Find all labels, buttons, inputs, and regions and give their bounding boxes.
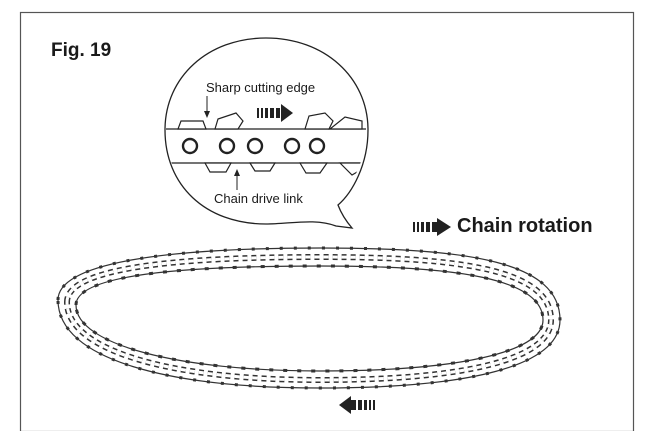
cutting-edge-label: Sharp cutting edge <box>206 80 316 95</box>
drive-link-label: Chain drive link <box>214 191 303 206</box>
arrow-right-icon <box>413 218 451 236</box>
magnifier-callout <box>164 37 369 229</box>
figure-border <box>19 11 635 431</box>
figure-title: Fig. 19 <box>51 40 112 61</box>
pointer-arrow-icon <box>204 96 240 190</box>
chain-rotation-label: Chain rotation <box>457 215 593 237</box>
arrow-left-icon <box>339 396 375 414</box>
arrow-right-icon <box>257 104 293 122</box>
chain-loop <box>56 246 562 390</box>
chain-closeup <box>166 112 366 176</box>
